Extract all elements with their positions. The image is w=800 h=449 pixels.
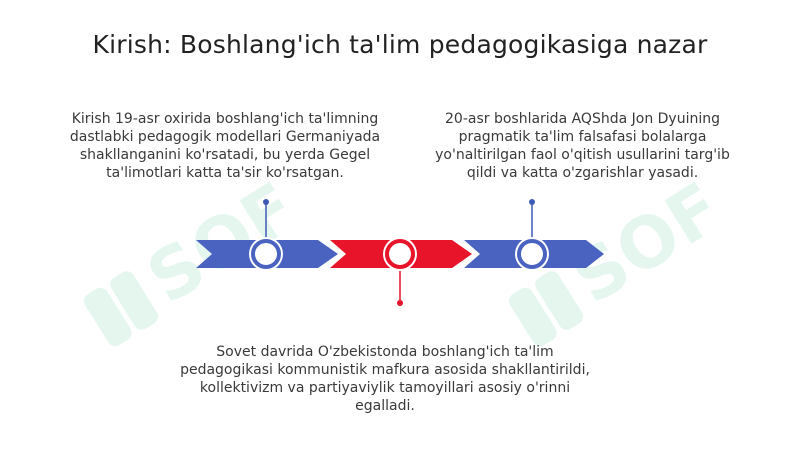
timeline-connector-dot-1: [263, 199, 269, 205]
timeline-event-text-2: Sovet davrida O'zbekistonda boshlang'ich…: [180, 344, 590, 414]
timeline-marker-2: [383, 237, 417, 271]
timeline-marker-3: [515, 237, 549, 271]
watermark-logo-mark-left-2: [110, 271, 159, 330]
watermark-logo-mark-left: [83, 287, 132, 347]
slide-title: Kirish: Boshlang'ich ta'lim pedagogikasi…: [92, 30, 708, 59]
timeline-marker-1: [249, 237, 283, 271]
timeline-event-text-1: Kirish 19-asr oxirida boshlang'ich ta'li…: [69, 111, 381, 181]
watermark-logo-mark-right-2: [535, 271, 584, 330]
timeline-connector-dot-3: [529, 199, 535, 205]
timeline-connector-dot-2: [397, 300, 403, 306]
timeline-event-text-3: 20-asr boshlarida AQShda Jon Dyuining pr…: [435, 111, 730, 181]
watermark-logo-mark-right: [508, 287, 557, 347]
